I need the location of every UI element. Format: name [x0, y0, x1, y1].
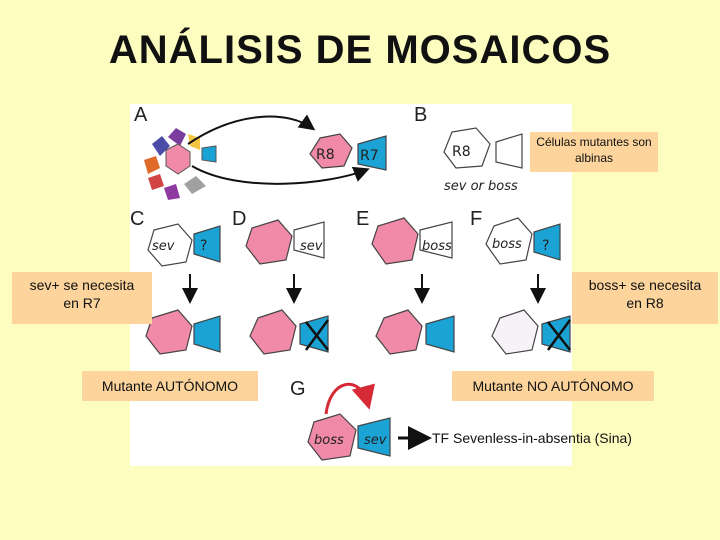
r7-cell — [357, 135, 387, 171]
page-title: ANÁLISIS DE MOSAICOS — [108, 28, 612, 72]
panel-label-b: B — [414, 104, 428, 126]
boss-requirement-note: boss+ se necesita en R8 — [572, 272, 718, 324]
r8-cell — [309, 133, 353, 169]
c-question-label: ? — [200, 238, 207, 254]
sev-requirement-note: sev+ se necesita en R7 — [12, 272, 152, 324]
e-boss-label: boss — [422, 239, 452, 254]
c-result-r7 — [193, 315, 221, 353]
panel-label-e: E — [356, 208, 370, 230]
d-r8-cell — [245, 219, 293, 265]
ommatidium-cluster — [144, 128, 217, 200]
c-r7-cell — [193, 225, 221, 263]
f-result-r8 — [491, 309, 539, 355]
mosaic-diagram: R8 R7 R8 sev or boss sev ? sev boss — [144, 114, 572, 461]
albino-note: Células mutantes son albinas — [530, 132, 658, 172]
d-result-r8 — [249, 309, 297, 355]
e-result-r7 — [425, 315, 455, 353]
e-boss-mutant-cell — [419, 221, 453, 259]
panel-label-f: F — [470, 208, 483, 230]
arrow-a-to-r8 — [187, 114, 316, 145]
f-cross-line-2 — [546, 319, 572, 351]
g-red-arrow — [324, 382, 375, 415]
boss-note-line-1: boss+ se necesita — [588, 277, 702, 293]
transcription-factor-label: TF Sevenless-in-absentia (Sina) — [432, 430, 632, 446]
panel-label-g: G — [290, 378, 306, 400]
arrow-a-to-r7 — [191, 165, 370, 185]
g-boss-label: boss — [314, 433, 344, 448]
c-sev-mutant-cell — [147, 223, 193, 267]
autonomous-note: Mutante AUTÓNOMO — [82, 371, 258, 401]
c-sev-label: sev — [152, 239, 175, 254]
albino-r8-label: R8 — [452, 144, 471, 160]
r7-label: R7 — [360, 148, 379, 164]
albino-r7-cell — [495, 133, 523, 169]
panel-label-a: A — [134, 104, 148, 126]
d-cross-line-2 — [304, 319, 330, 351]
e-result-r8 — [375, 309, 423, 355]
g-boss-cell — [307, 413, 357, 461]
albino-r8-cell — [443, 127, 491, 169]
boss-note-line-2: en R8 — [626, 295, 664, 311]
panel-label-d: D — [232, 208, 247, 230]
f-boss-label: boss — [492, 237, 522, 252]
sev-note-line-2: en R7 — [63, 295, 101, 311]
sev-or-boss-label: sev or boss — [444, 179, 518, 194]
f-boss-mutant-cell — [485, 217, 533, 265]
c-result-r8 — [145, 309, 193, 355]
f-r7-cell — [533, 223, 561, 261]
e-r8-cell — [371, 217, 419, 265]
g-sev-cell — [357, 417, 391, 457]
f-question-label: ? — [542, 238, 549, 254]
panel-label-c: C — [130, 208, 145, 230]
g-sev-label: sev — [364, 433, 387, 448]
diagram-panel: R8 R7 R8 sev or boss sev ? sev boss — [130, 104, 572, 466]
r8-label: R8 — [316, 147, 335, 163]
sev-note-line-1: sev+ se necesita — [29, 277, 135, 293]
d-sev-mutant-cell — [293, 221, 325, 259]
non-autonomous-note: Mutante NO AUTÓNOMO — [452, 371, 654, 401]
albino-note-text: Células mutantes son albinas — [536, 135, 652, 165]
d-sev-label: sev — [300, 239, 323, 254]
